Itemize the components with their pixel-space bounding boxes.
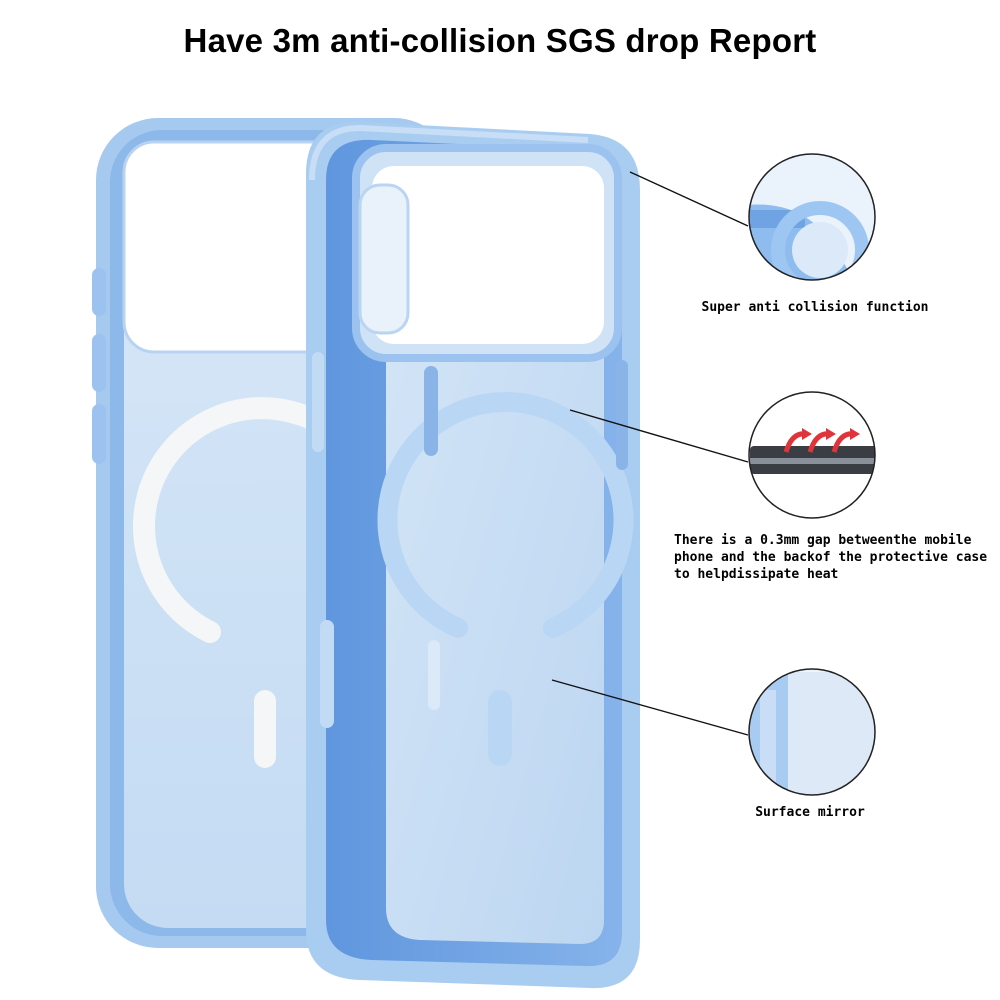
callout-label-anti-collision: Super anti collision function	[701, 300, 929, 315]
callout-label-heat-gap-line: There is a 0.3mm gap betweenthe mobile	[674, 533, 972, 548]
corner-bumper-detail-icon	[748, 153, 876, 281]
front-phone-case	[306, 121, 640, 989]
callout-label-heat-gap-line: phone and the backof the protective case	[674, 550, 988, 565]
callout-label-heat-gap-line: to helpdissipate heat	[674, 567, 839, 582]
leader-line-2	[569, 409, 749, 463]
callout-label-heat-gap: There is a 0.3mm gap betweenthe mobile p…	[674, 532, 994, 583]
surface-mirror-detail-icon	[748, 668, 876, 796]
callout-label-surface-mirror: Surface mirror	[755, 805, 865, 820]
page-title: Have 3m anti-collision SGS drop Report	[183, 22, 817, 59]
leader-line-3	[551, 679, 749, 736]
heat-dissipation-gap-detail-icon	[748, 391, 876, 519]
leader-line-1	[629, 171, 749, 227]
